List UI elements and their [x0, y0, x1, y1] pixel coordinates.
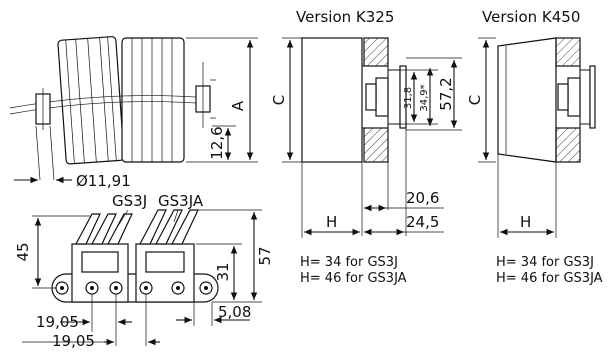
- k450-note-gs3j: H= 34 for GS3J: [496, 255, 594, 270]
- label-gs3j: GS3J: [112, 192, 147, 210]
- dim-34-9-label: 34,9*: [419, 84, 430, 111]
- k450-dim-c-label: C: [466, 95, 484, 105]
- k450-note-gs3ja: H= 46 for GS3JA: [496, 271, 603, 286]
- chain-module-left: [57, 36, 125, 165]
- k450-dim-h-label: H: [520, 213, 531, 231]
- dim-19-05-upper-label: 19,05: [36, 313, 79, 331]
- k325-note-gs3ja: H= 46 for GS3JA: [300, 271, 407, 286]
- dim-a-label: A: [229, 100, 247, 111]
- dim-45-label: 45: [14, 242, 32, 261]
- dim-24-5-label: 24,5: [406, 213, 439, 231]
- dim-31-8-label: 31,8: [403, 87, 414, 109]
- k325-dim-c-label: C: [270, 95, 288, 105]
- dim-diameter-label: Ø11,91: [76, 172, 131, 190]
- label-gs3ja: GS3JA: [158, 192, 204, 210]
- dim-20-6-label: 20,6: [406, 189, 439, 207]
- chain-module-right: [121, 37, 185, 163]
- k325-dim-h-label: H: [326, 213, 337, 231]
- k450-view: [478, 37, 596, 238]
- dim-5-08-label: 5,08: [218, 303, 251, 321]
- dim-31-label: 31: [214, 262, 232, 281]
- k325-note-gs3j: H= 34 for GS3J: [300, 255, 398, 270]
- k450-title: Version K450: [482, 8, 580, 26]
- chain-top-view: [9, 36, 258, 184]
- k325-view: [282, 37, 462, 238]
- dim-57-label: 57: [256, 246, 274, 265]
- dim-12-6-label: 12,6: [208, 126, 226, 159]
- dim-19-05-lower-label: 19,05: [52, 332, 95, 350]
- chain-side-view: [22, 209, 262, 346]
- dim-57-2-label: 57,2: [437, 77, 455, 110]
- k325-title: Version K325: [296, 8, 394, 26]
